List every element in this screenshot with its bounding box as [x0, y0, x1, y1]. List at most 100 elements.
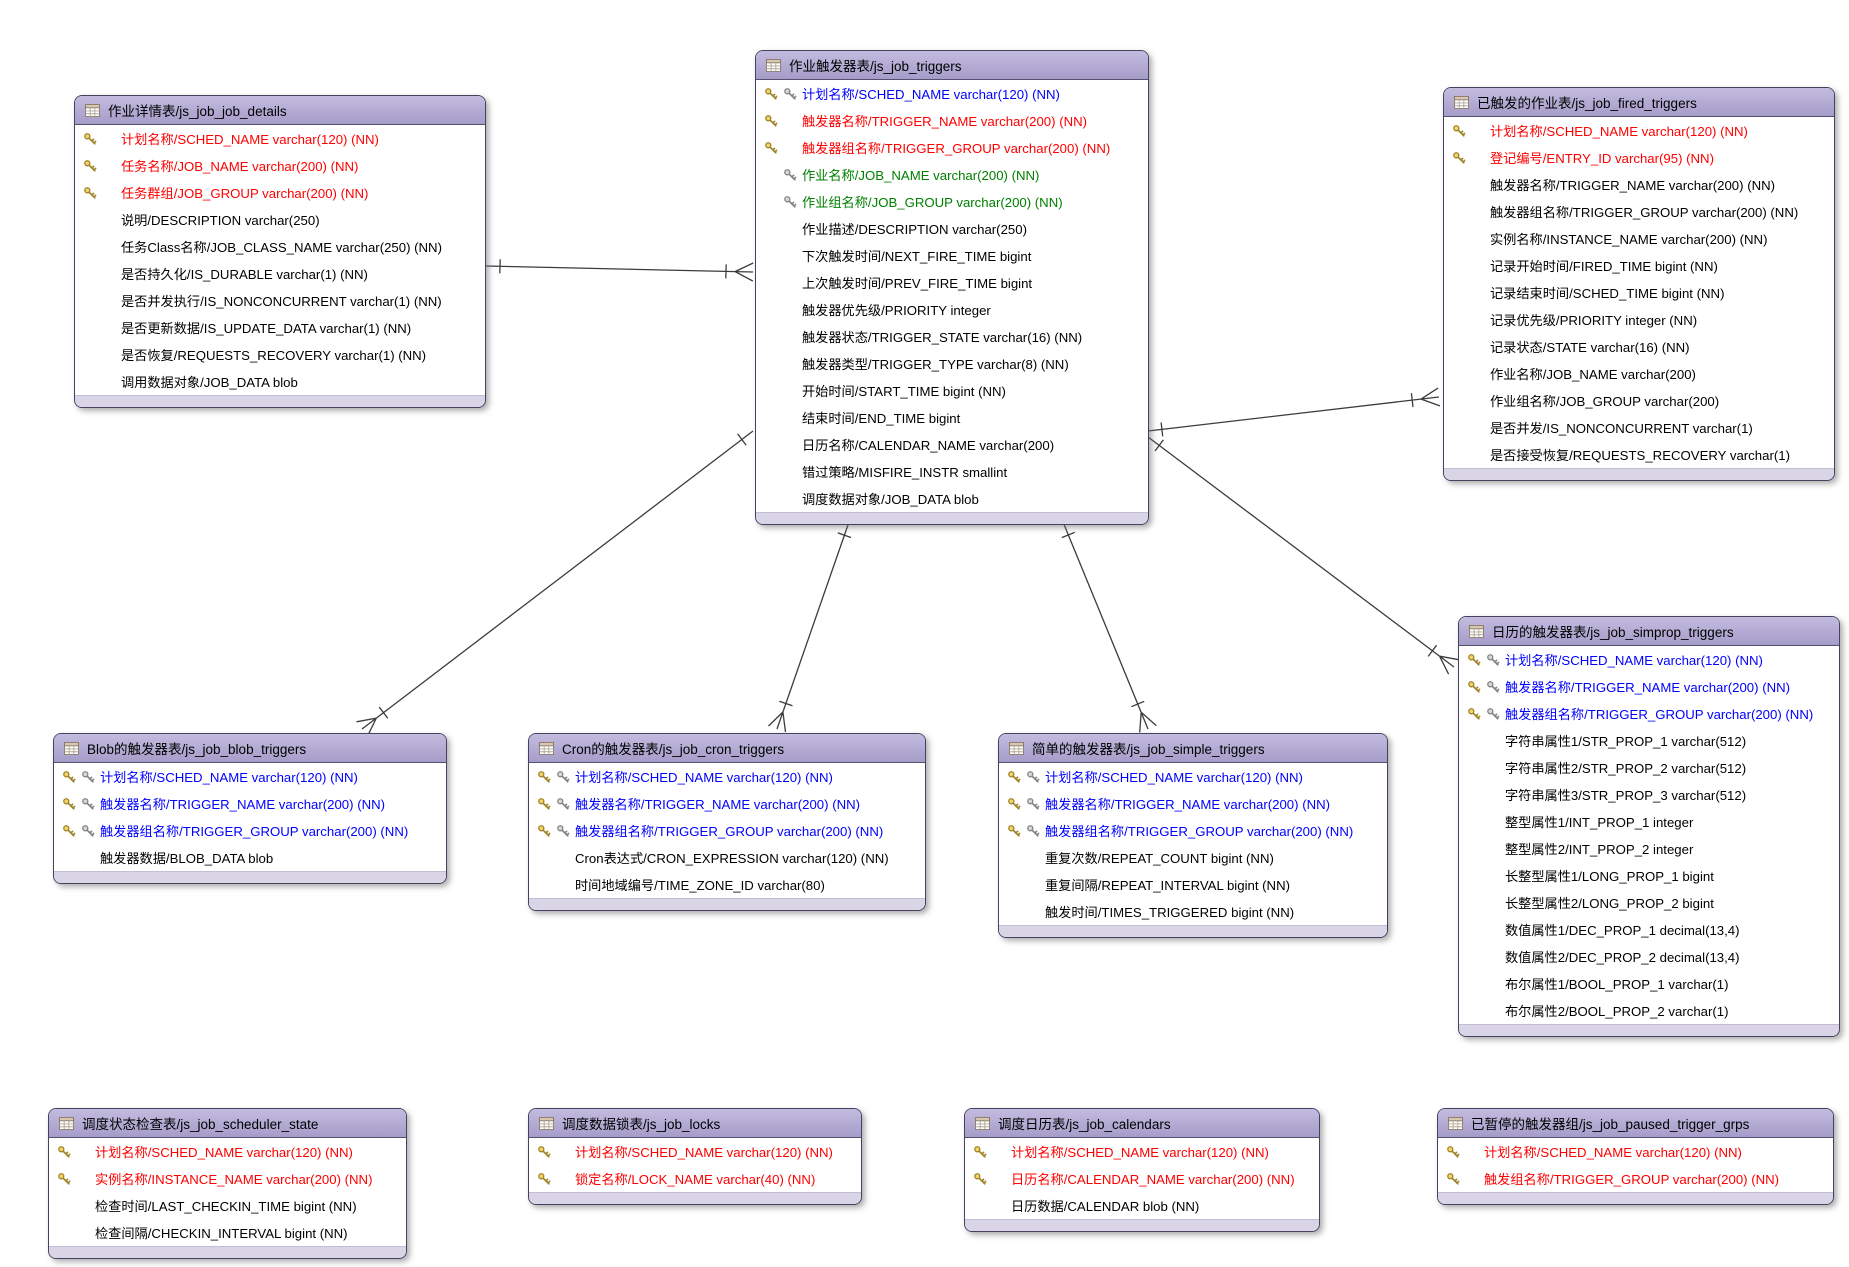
relationship-line[interactable]	[768, 521, 852, 733]
field-row[interactable]: 记录优先级/PRIORITY integer (NN)	[1444, 306, 1834, 333]
field-row[interactable]: 检查时间/LAST_CHECKIN_TIME bigint (NN)	[49, 1192, 406, 1219]
table-header[interactable]: 调度日历表/js_job_calendars	[965, 1109, 1319, 1138]
field-row[interactable]: 结束时间/END_TIME bigint	[756, 404, 1148, 431]
field-row[interactable]: 日历名称/CALENDAR_NAME varchar(200) (NN)	[965, 1165, 1319, 1192]
table-header[interactable]: 调度状态检查表/js_job_scheduler_state	[49, 1109, 406, 1138]
field-row[interactable]: 说明/DESCRIPTION varchar(250)	[75, 206, 485, 233]
table-header[interactable]: Blob的触发器表/js_job_blob_triggers	[54, 734, 446, 763]
field-row[interactable]: 是否更新数据/IS_UPDATE_DATA varchar(1) (NN)	[75, 314, 485, 341]
field-row[interactable]: 下次触发时间/NEXT_FIRE_TIME bigint	[756, 242, 1148, 269]
field-row[interactable]: 任务Class名称/JOB_CLASS_NAME varchar(250) (N…	[75, 233, 485, 260]
field-row[interactable]: 触发器名称/TRIGGER_NAME varchar(200) (NN)	[1459, 673, 1839, 700]
field-row[interactable]: 触发器组名称/TRIGGER_GROUP varchar(200) (NN)	[1459, 700, 1839, 727]
relationship-line[interactable]	[1061, 521, 1157, 733]
field-row[interactable]: 数值属性1/DEC_PROP_1 decimal(13,4)	[1459, 916, 1839, 943]
field-row[interactable]: 计划名称/SCHED_NAME varchar(120) (NN)	[1438, 1138, 1833, 1165]
field-row[interactable]: 是否并发执行/IS_NONCONCURRENT varchar(1) (NN)	[75, 287, 485, 314]
field-row[interactable]: 日历名称/CALENDAR_NAME varchar(200)	[756, 431, 1148, 458]
field-row[interactable]: 上次触发时间/PREV_FIRE_TIME bigint	[756, 269, 1148, 296]
field-row[interactable]: 触发器组名称/TRIGGER_GROUP varchar(200) (NN)	[756, 134, 1148, 161]
field-row[interactable]: 整型属性1/INT_PROP_1 integer	[1459, 808, 1839, 835]
field-row[interactable]: 作业组名称/JOB_GROUP varchar(200) (NN)	[756, 188, 1148, 215]
relationship-js_job_triggers--js_job_cron_triggers[interactable]	[768, 521, 852, 733]
field-row[interactable]: 实例名称/INSTANCE_NAME varchar(200) (NN)	[49, 1165, 406, 1192]
field-row[interactable]: 是否接受恢复/REQUESTS_RECOVERY varchar(1)	[1444, 441, 1834, 468]
field-row[interactable]: 计划名称/SCHED_NAME varchar(120) (NN)	[529, 763, 925, 790]
relationship-line[interactable]	[1147, 387, 1441, 437]
field-row[interactable]: 日历数据/CALENDAR blob (NN)	[965, 1192, 1319, 1219]
field-row[interactable]: 任务群组/JOB_GROUP varchar(200) (NN)	[75, 179, 485, 206]
relationship-line[interactable]	[356, 430, 754, 737]
field-row[interactable]: 重复次数/REPEAT_COUNT bigint (NN)	[999, 844, 1387, 871]
field-row[interactable]: 是否恢复/REQUESTS_RECOVERY varchar(1) (NN)	[75, 341, 485, 368]
field-row[interactable]: 字符串属性1/STR_PROP_1 varchar(512)	[1459, 727, 1839, 754]
field-row[interactable]: 触发器名称/TRIGGER_NAME varchar(200) (NN)	[999, 790, 1387, 817]
field-row[interactable]: 记录结束时间/SCHED_TIME bigint (NN)	[1444, 279, 1834, 306]
table-header[interactable]: 调度数据锁表/js_job_locks	[529, 1109, 861, 1138]
field-row[interactable]: 触发器名称/TRIGGER_NAME varchar(200) (NN)	[1444, 171, 1834, 198]
field-row[interactable]: 整型属性2/INT_PROP_2 integer	[1459, 835, 1839, 862]
field-row[interactable]: 计划名称/SCHED_NAME varchar(120) (NN)	[75, 125, 485, 152]
field-row[interactable]: 作业名称/JOB_NAME varchar(200) (NN)	[756, 161, 1148, 188]
field-row[interactable]: 调度数据对象/JOB_DATA blob	[756, 485, 1148, 512]
field-row[interactable]: 作业名称/JOB_NAME varchar(200)	[1444, 360, 1834, 387]
field-row[interactable]: 触发器名称/TRIGGER_NAME varchar(200) (NN)	[529, 790, 925, 817]
field-row[interactable]: 触发时间/TIMES_TRIGGERED bigint (NN)	[999, 898, 1387, 925]
table-header[interactable]: 日历的触发器表/js_job_simprop_triggers	[1459, 617, 1839, 646]
field-row[interactable]: 任务名称/JOB_NAME varchar(200) (NN)	[75, 152, 485, 179]
field-row[interactable]: 触发组名称/TRIGGER_GROUP varchar(200) (NN)	[1438, 1165, 1833, 1192]
field-row[interactable]: 是否并发/IS_NONCONCURRENT varchar(1)	[1444, 414, 1834, 441]
relationship-js_job_triggers--js_job_simprop_triggers[interactable]	[1147, 436, 1460, 675]
relationship-js_job_triggers--js_job_simple_triggers[interactable]	[1061, 521, 1157, 733]
relationship-js_job_job_details--js_job_triggers[interactable]	[485, 259, 754, 282]
field-row[interactable]: 作业组名称/JOB_GROUP varchar(200)	[1444, 387, 1834, 414]
field-row[interactable]: 布尔属性1/BOOL_PROP_1 varchar(1)	[1459, 970, 1839, 997]
field-row[interactable]: 锁定名称/LOCK_NAME varchar(40) (NN)	[529, 1165, 861, 1192]
field-row[interactable]: 作业描述/DESCRIPTION varchar(250)	[756, 215, 1148, 242]
field-row[interactable]: 计划名称/SCHED_NAME varchar(120) (NN)	[999, 763, 1387, 790]
field-row[interactable]: 数值属性2/DEC_PROP_2 decimal(13,4)	[1459, 943, 1839, 970]
field-row[interactable]: 触发器类型/TRIGGER_TYPE varchar(8) (NN)	[756, 350, 1148, 377]
field-row[interactable]: 触发器组名称/TRIGGER_GROUP varchar(200) (NN)	[529, 817, 925, 844]
field-row[interactable]: 字符串属性3/STR_PROP_3 varchar(512)	[1459, 781, 1839, 808]
field-row[interactable]: 记录状态/STATE varchar(16) (NN)	[1444, 333, 1834, 360]
table-header[interactable]: 作业详情表/js_job_job_details	[75, 96, 485, 125]
relationship-js_job_triggers--js_job_blob_triggers[interactable]	[356, 430, 754, 737]
table-header[interactable]: Cron的触发器表/js_job_cron_triggers	[529, 734, 925, 763]
field-row[interactable]: 实例名称/INSTANCE_NAME varchar(200) (NN)	[1444, 225, 1834, 252]
field-row[interactable]: 字符串属性2/STR_PROP_2 varchar(512)	[1459, 754, 1839, 781]
field-row[interactable]: 触发器优先级/PRIORITY integer	[756, 296, 1148, 323]
table-header[interactable]: 简单的触发器表/js_job_simple_triggers	[999, 734, 1387, 763]
relationship-line[interactable]	[485, 259, 754, 282]
relationship-line[interactable]	[1147, 436, 1460, 675]
field-row[interactable]: Cron表达式/CRON_EXPRESSION varchar(120) (NN…	[529, 844, 925, 871]
field-row[interactable]: 计划名称/SCHED_NAME varchar(120) (NN)	[965, 1138, 1319, 1165]
field-row[interactable]: 错过策略/MISFIRE_INSTR smallint	[756, 458, 1148, 485]
field-row[interactable]: 登记编号/ENTRY_ID varchar(95) (NN)	[1444, 144, 1834, 171]
field-row[interactable]: 触发器数据/BLOB_DATA blob	[54, 844, 446, 871]
field-row[interactable]: 触发器名称/TRIGGER_NAME varchar(200) (NN)	[54, 790, 446, 817]
field-row[interactable]: 检查间隔/CHECKIN_INTERVAL bigint (NN)	[49, 1219, 406, 1246]
table-header[interactable]: 已暂停的触发器组/js_job_paused_trigger_grps	[1438, 1109, 1833, 1138]
field-row[interactable]: 计划名称/SCHED_NAME varchar(120) (NN)	[54, 763, 446, 790]
relationship-js_job_triggers--js_job_fired_triggers[interactable]	[1147, 387, 1441, 437]
field-row[interactable]: 触发器组名称/TRIGGER_GROUP varchar(200) (NN)	[54, 817, 446, 844]
field-row[interactable]: 长整型属性1/LONG_PROP_1 bigint	[1459, 862, 1839, 889]
field-row[interactable]: 触发器组名称/TRIGGER_GROUP varchar(200) (NN)	[999, 817, 1387, 844]
field-row[interactable]: 计划名称/SCHED_NAME varchar(120) (NN)	[49, 1138, 406, 1165]
table-header[interactable]: 已触发的作业表/js_job_fired_triggers	[1444, 88, 1834, 117]
field-row[interactable]: 计划名称/SCHED_NAME varchar(120) (NN)	[1444, 117, 1834, 144]
field-row[interactable]: 计划名称/SCHED_NAME varchar(120) (NN)	[529, 1138, 861, 1165]
table-header[interactable]: 作业触发器表/js_job_triggers	[756, 51, 1148, 80]
field-row[interactable]: 计划名称/SCHED_NAME varchar(120) (NN)	[756, 80, 1148, 107]
field-row[interactable]: 长整型属性2/LONG_PROP_2 bigint	[1459, 889, 1839, 916]
field-row[interactable]: 开始时间/START_TIME bigint (NN)	[756, 377, 1148, 404]
field-row[interactable]: 触发器组名称/TRIGGER_GROUP varchar(200) (NN)	[1444, 198, 1834, 225]
